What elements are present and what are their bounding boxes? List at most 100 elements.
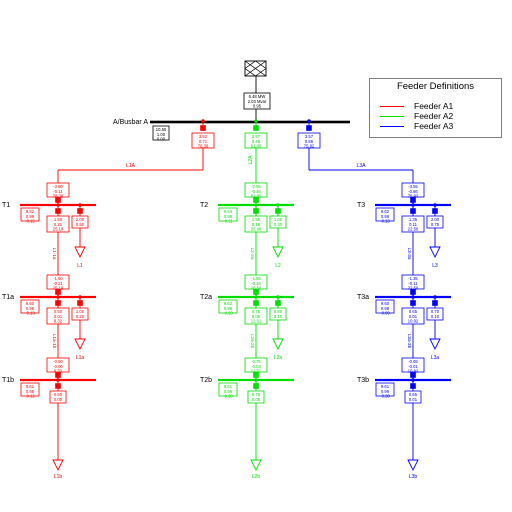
feeder-a3-node-t3-load-result-box-value: 0.75 [431, 222, 440, 227]
feeder-a2-node-t2a-out-result-box-value: 0.75 [252, 309, 261, 314]
feeder-a1-node-t1a-incoming-result-box-value: -0.21 [53, 281, 63, 286]
feeder-a3-node-t3-load-result-box-value: 2.00 [431, 217, 440, 222]
feeder-a3-breaker [306, 125, 312, 131]
feeder-a1-node-t1a-segment-name: L1a-1b [52, 334, 57, 349]
feeder-a1-node-t1b-incoming-result-box-value: 8.32 [54, 368, 63, 373]
feeder-a2-node-t2b-incoming-result-box-value: -0.03 [251, 364, 261, 369]
feeder-a3-node-t3-load-icon [429, 246, 441, 259]
feeder-a2-breaker [253, 125, 259, 131]
feeder-a1-node-t1b-busbar-result-box-value: 0.98 [26, 389, 35, 394]
feeder-a3-node-t3-out-result-box-value: 1.35 [409, 217, 418, 222]
feeder-a3-node-t3-load-name: L3 [432, 263, 438, 269]
feeder-a1-node-t1-busbar-result-box-value: 9.62 [26, 209, 35, 214]
feeder-a1-node-t1-load-result-box-value: 0.50 [76, 222, 85, 227]
feeder-a3-node-t3a-out-result-box-value: 0.01 [409, 314, 418, 319]
feeder-a2-node-t2a-busbar-name: T2a [200, 294, 212, 301]
feeder-a3-node-t3a-out-result-box-value: 10.92 [408, 318, 419, 323]
feeder-a1-node-t1-out-result-box-value: 0.21 [54, 222, 63, 227]
feeder-a2-node-t2a-load-name: L2a [274, 355, 283, 361]
feeder-a2-node-t2-segment-name: L2-2a [250, 248, 255, 260]
feeder-a1-node-t1a-out-breaker [55, 300, 61, 306]
feeder-a3-node-t3-out-breaker [410, 208, 416, 214]
feeder-a2-node-t2b-incoming-breaker [253, 372, 259, 378]
feeder-a1-breaker-result-box-value: 3.52 [199, 134, 208, 139]
feeder-a1-node-t1b-end-load-name: L1b [54, 474, 63, 480]
source-result-box-value: 2.03 Mvar [248, 99, 267, 104]
feeder-a1-node-t1-incoming-result-box-value: -0.11 [53, 189, 63, 194]
feeder-a1-node-t1b-end-load-result-box-value: 0.50 [54, 392, 63, 397]
feeder-a1-node-t1a-busbar-result-box-value: -0.13 [25, 310, 35, 315]
feeder-a2-node-t2a-incoming-result-box-value: -0.16 [251, 281, 261, 286]
feeder-a2-node-t2b-incoming-result-box-value: 12.51 [251, 368, 262, 373]
feeder-a3-node-t3a-busbar-result-box-value: 0.98 [381, 306, 390, 311]
feeder-a1-node-t1a-incoming-result-box-value: 25.19 [53, 285, 64, 290]
feeder-a1-node-t1-load-result-box-value: 2.00 [76, 217, 85, 222]
busbar-result-box-value: 1.00 [157, 132, 166, 137]
feeder-a3-node-t3b-incoming-breaker [410, 372, 416, 378]
feeder-a2-node-t2b-end-load-icon [250, 459, 262, 472]
feeder-a1-node-t1-busbar-result-box-value: -0.15 [25, 218, 35, 223]
feeder-a2-node-t2a-segment-name: L2a-2b [250, 334, 255, 349]
feeder-a3-node-t3b-incoming-result-box-value: -0.01 [408, 364, 418, 369]
feeder-a1-node-t1-out-result-box-value: 25.19 [53, 226, 64, 231]
feeder-a2-node-t2-load-name: L2 [275, 263, 281, 269]
feeder-a2-node-t2-busbar-result-box-value: 0.99 [224, 214, 233, 219]
feeder-a1-node-t1a-incoming-result-box-value: -1.50 [53, 276, 63, 281]
feeder-a2-node-t2-out-breaker [253, 208, 259, 214]
feeder-a1-node-t1b-busbar-result-box-value: 9.61 [26, 384, 35, 389]
feeder-a3-node-t3a-incoming-result-box-value: -0.11 [408, 281, 418, 286]
feeder-a2-node-t2b-end-load-name: L2b [252, 474, 261, 480]
feeder-a1-node [201, 119, 205, 123]
feeder-a1-node-t1a-load-icon [74, 338, 86, 351]
busbar-result-box [152, 125, 170, 141]
feeder-a2-node-t2-out-result-box-value: 0.16 [252, 222, 261, 227]
feeder-a3-node-t3-busbar-name: T3 [357, 202, 365, 209]
feeder-a1-node-t1-segment-name: L1-1a [52, 248, 57, 260]
feeder-a3-node-t3a-incoming-result-box-value: -1.35 [408, 276, 418, 281]
feeder-a1-node-t1a-load-result-box-value: 1.00 [76, 309, 85, 314]
feeder-a2-node-t2a-busbar-result-box [218, 299, 238, 314]
feeder-a3-node-t3-busbar-result-box-value: -0.13 [380, 218, 390, 223]
feeder-a3-node [307, 119, 311, 123]
feeder-a1-line-name: L1A [126, 163, 136, 169]
source-result-box [243, 92, 271, 110]
feeder-a2-node-t2b-busbar-result-box-value: -0.30 [223, 393, 233, 398]
feeder-a3-node-t3a-incoming-breaker [410, 289, 416, 295]
feeder-a1-node-t1a-out-result-box-value: 0.01 [54, 314, 63, 319]
feeder-a2-node-t2a-load-result-box-value: 0.10 [274, 314, 283, 319]
feeder-a2-node-t2-out-result-box-value: 1.55 [252, 217, 261, 222]
feeder-a2-node-t2-load-icon [272, 246, 284, 259]
feeder-a2-node-t2a-load-breaker [275, 300, 281, 306]
feeder-a2-node-t2b-end-load-result-box-value: 0.05 [252, 397, 261, 402]
feeder-a2-node-t2a-busbar-result-box-value: -0.29 [223, 310, 233, 315]
feeder-a1-node-t1b-end-load-icon [52, 459, 64, 472]
feeder-a1-node-t1-out-result-box-value: 1.50 [54, 217, 63, 222]
feeder-a2-node-t2-incoming-result-box-value: -0.46 [251, 189, 261, 194]
feeder-a1-node-t1b-incoming-result-box-value: -0.00 [53, 364, 63, 369]
feeder-a1-node-t1b-end-load-result-box-value: 0.00 [54, 397, 63, 402]
feeder-a3-node-t3a-busbar-result-box-value: -0.09 [380, 310, 390, 315]
feeder-a1-node-t1a-out-result-box-value: 0.50 [54, 309, 63, 314]
feeder-a1-node-t1-busbar-result-box-value: 0.99 [26, 214, 35, 219]
legend-label: Feeder A2 [414, 111, 454, 121]
feeder-a3-breaker-result-box-value: 3.57 [305, 134, 314, 139]
feeder-a3-node-t3b-busbar-result-box-value: 9.61 [381, 384, 390, 389]
feeder-a1-node-t1-busbar-name: T1 [2, 202, 10, 209]
feeder-a2-node-t2a-out-result-box-value: 12.51 [251, 318, 262, 323]
busbar-a [150, 120, 350, 124]
source-result-box-value: 6.48 MW [249, 94, 266, 99]
feeder-a1-breaker-result-box-value: 0.71 [199, 139, 208, 144]
feeder-a3-node-t3-busbar-result-box-value: 9.62 [381, 209, 390, 214]
feeder-a1-node-t1b-incoming-breaker [55, 372, 61, 378]
feeder-a3-node-t3a-busbar-result-box [375, 299, 395, 314]
feeder-a2-node-t2b-busbar-result-box [218, 382, 238, 397]
feeder-a3-node-t3a-incoming-result-box-value: 22.50 [408, 285, 419, 290]
feeder-a2-node-t2-incoming-breaker [253, 197, 259, 203]
feeder-a2-breaker-result-box-value: 2.57 [252, 134, 261, 139]
feeder-a1-node-t1-out-breaker [55, 208, 61, 214]
feeder-a1-node-t1b-load-breaker [55, 383, 61, 389]
feeder-a3-node-t3b-end-load-result-box-value: 0.65 [409, 392, 418, 397]
feeder-a2-node-t2a-load-result-box-value: 0.80 [274, 309, 283, 314]
feeder-a2-node-t2-out-result-box-value: 26.60 [251, 226, 262, 231]
